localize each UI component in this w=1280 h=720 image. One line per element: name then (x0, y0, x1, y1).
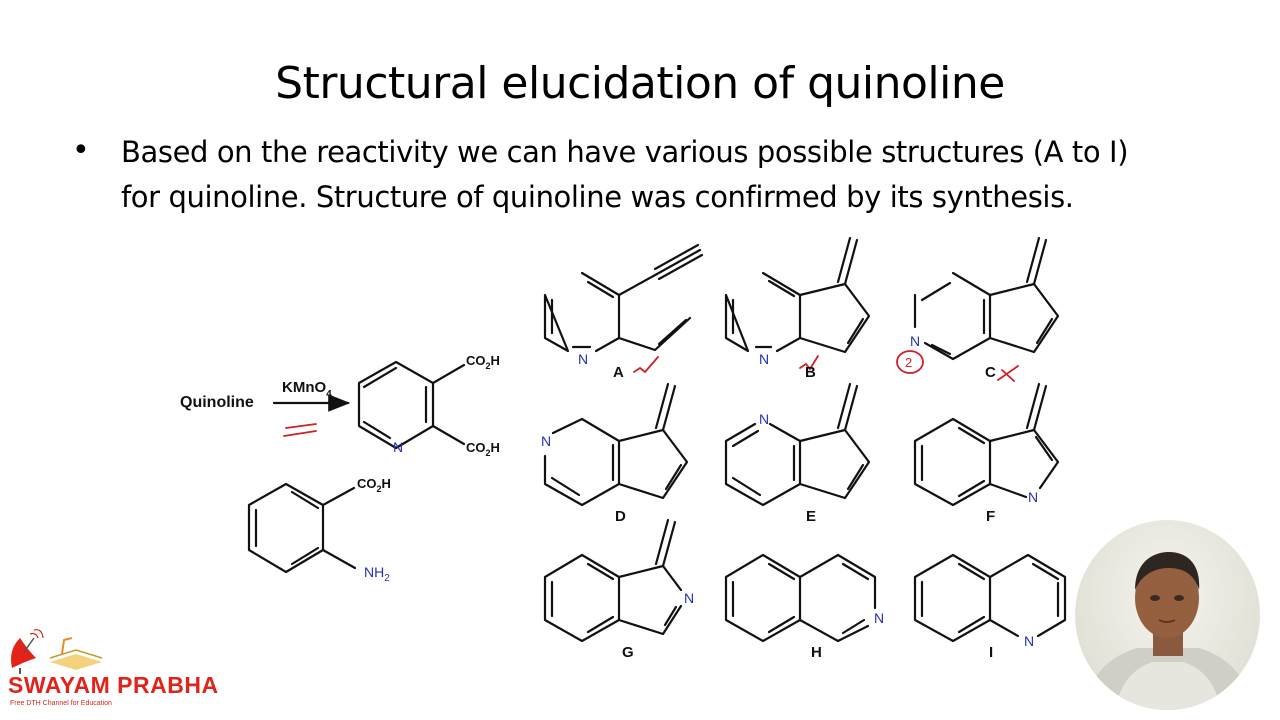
checkmark-B (799, 355, 819, 371)
label-D: D (615, 508, 626, 525)
cross-C (997, 365, 1019, 382)
reactant-label: Quinoline (180, 394, 254, 411)
label-C: C (985, 364, 996, 381)
satellite-dish-icon (11, 629, 44, 674)
nitrogen-I: N (1024, 633, 1034, 649)
circled-annotation (896, 350, 924, 374)
swayam-prabha-logo: SWAYAM PRABHA Free DTH Channel for Educa… (6, 628, 218, 714)
checkmark-A (633, 356, 659, 374)
logo-brand-text: SWAYAM PRABHA (8, 672, 219, 698)
nh2-group: NH2 (364, 564, 390, 584)
nitrogen-H: N (874, 610, 884, 626)
product-pyridine-dicarboxylic-acid (357, 360, 466, 450)
label-H: H (811, 644, 822, 661)
logo-tagline: Free DTH Channel for Education (10, 700, 112, 707)
bullet-line-1: Based on the reactivity we can have vari… (121, 135, 1129, 169)
presenter-silhouette (1085, 552, 1251, 710)
structure-A (543, 243, 704, 353)
structure-F (913, 382, 1060, 507)
reagent-label: KMnO4 (282, 379, 332, 400)
label-B: B (805, 364, 816, 381)
anthranilic-co2h: CO2H (357, 476, 391, 494)
nitrogen-G: N (684, 590, 694, 606)
structure-I (913, 553, 1067, 643)
bullet-dot: • (72, 133, 90, 168)
structure-D (543, 382, 689, 507)
label-I: I (989, 644, 993, 661)
teacher-annotations (283, 350, 1019, 437)
equals-mark (283, 423, 317, 437)
nitrogen-C: N (910, 333, 920, 349)
structure-H (724, 553, 877, 643)
product-co2h-top: CO2H (466, 353, 500, 371)
slide-title: Structural elucidation of quinoline (275, 58, 1005, 109)
nitrogen-E: N (759, 411, 769, 427)
structure-E (724, 382, 871, 507)
nitrogen-D: N (541, 433, 551, 449)
label-G: G (622, 644, 634, 661)
structure-B (724, 236, 871, 354)
nitrogen-A: N (578, 351, 588, 367)
bullet-text: Based on the reactivity we can have vari… (121, 130, 1221, 220)
structure-G (543, 518, 683, 643)
nitrogen-B: N (759, 351, 769, 367)
product-co2h-bottom: CO2H (466, 440, 500, 458)
nitrogen-product: N (393, 439, 403, 455)
presenter-video (1075, 520, 1260, 710)
bullet-line-2: for quinoline. Structure of quinoline wa… (121, 180, 1074, 214)
nitrogen-F: N (1028, 489, 1038, 505)
anthranilic-acid-structure (247, 482, 357, 574)
logo-graphic (11, 629, 103, 674)
open-book-icon (49, 637, 103, 670)
circled-number: 2 (905, 355, 912, 370)
structure-C (913, 236, 1060, 361)
label-F: F (986, 508, 995, 525)
label-A: A (613, 364, 624, 381)
label-E: E (806, 508, 816, 525)
